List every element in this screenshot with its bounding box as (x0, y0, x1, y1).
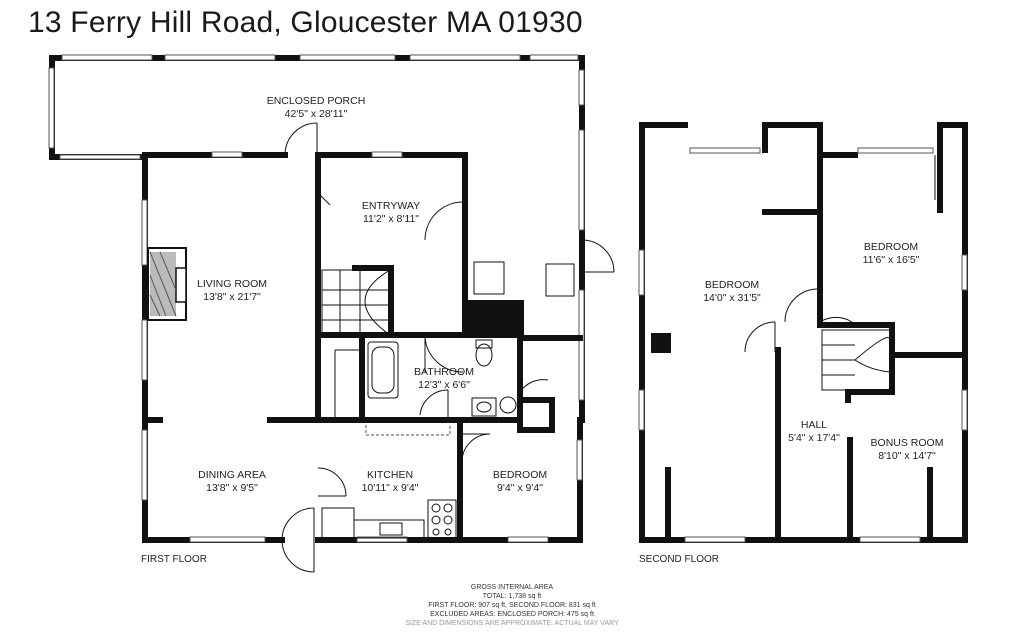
living-room-name: LIVING ROOM (197, 278, 267, 290)
second-floor-plan (638, 122, 968, 543)
bedroom-first-dims: 9'4" x 9'4" (497, 482, 543, 494)
bathroom-dims: 12'3" x 6'6" (418, 379, 470, 391)
hall-dims: 5'4" x 17'4" (788, 432, 840, 444)
entryway-dims: 11'2" x 8'11" (363, 213, 419, 225)
bonus-room-name: BONUS ROOM (871, 437, 944, 449)
room-labels: ENCLOSED PORCH 42'5" x 28'11" ENTRYWAY 1… (141, 95, 943, 565)
porch-name: ENCLOSED PORCH (267, 95, 366, 107)
bedroom-second-name: BEDROOM (864, 241, 918, 253)
area-floors: FIRST FLOOR: 907 sq ft, SECOND FLOOR: 83… (428, 602, 596, 609)
second-floor-label: SECOND FLOOR (639, 554, 719, 565)
dining-area-dims: 13'8" x 9'5" (206, 482, 258, 494)
dining-area-name: DINING AREA (198, 469, 266, 481)
plan-title: 13 Ferry Hill Road, Gloucester MA 01930 (28, 6, 583, 39)
area-disclaimer: SIZE AND DIMENSIONS ARE APPROXIMATE, ACT… (405, 620, 619, 627)
area-heading: GROSS INTERNAL AREA (471, 584, 554, 591)
bedroom-large-name: BEDROOM (705, 279, 759, 291)
area-total: TOTAL: 1,738 sq ft (483, 593, 542, 600)
bonus-room-dims: 8'10" x 14'7" (878, 450, 936, 462)
area-summary: GROSS INTERNAL AREA TOTAL: 1,738 sq ft F… (405, 584, 619, 627)
bathroom-name: BATHROOM (414, 366, 474, 378)
first-floor-label: FIRST FLOOR (141, 554, 207, 565)
bedroom-second-dims: 11'6" x 16'5" (863, 254, 920, 266)
kitchen-dims: 10'11" x 9'4" (362, 482, 419, 494)
kitchen-name: KITCHEN (367, 469, 413, 481)
bedroom-first-name: BEDROOM (493, 469, 547, 481)
hall-name: HALL (801, 419, 827, 431)
porch-dims: 42'5" x 28'11" (285, 108, 348, 120)
living-room-dims: 13'8" x 21'7" (203, 291, 261, 303)
first-floor-plan (48, 54, 615, 573)
bedroom-large-dims: 14'0" x 31'5" (703, 292, 761, 304)
area-excluded: EXCLUDED AREAS: ENCLOSED PORCH: 475 sq f… (430, 611, 594, 618)
entryway-name: ENTRYWAY (362, 200, 420, 212)
